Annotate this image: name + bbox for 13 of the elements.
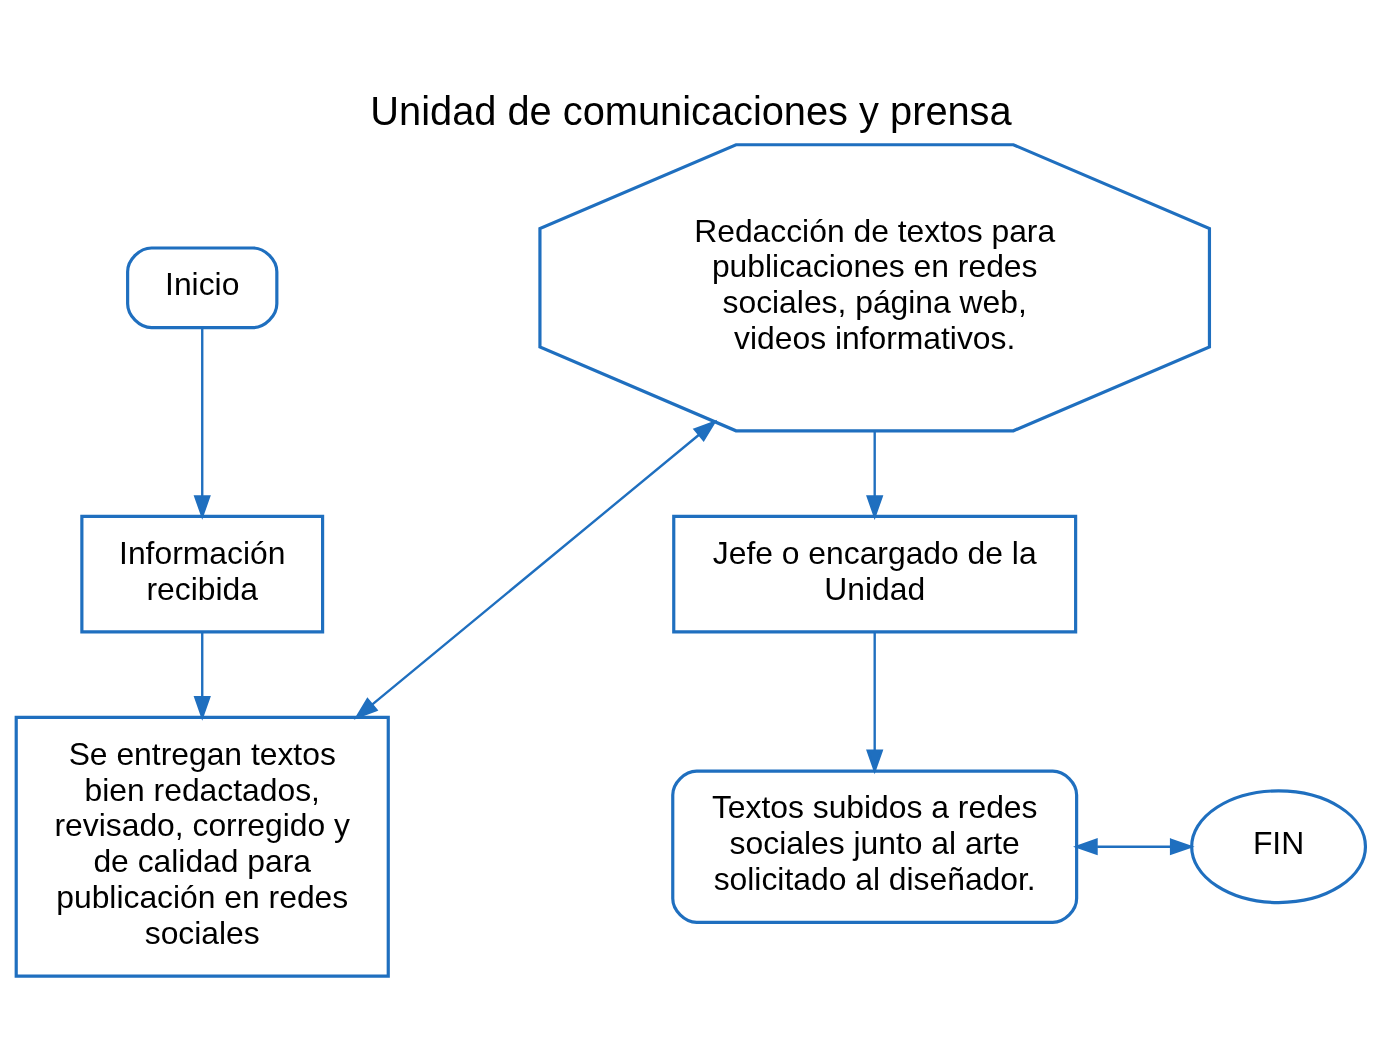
arrow [353, 419, 718, 720]
node-box: Información recibida [80, 514, 325, 633]
node-box: Inicio [126, 245, 279, 329]
arrow [866, 631, 884, 774]
node-ellipse: FIN [1190, 788, 1368, 904]
node-box: Jefe o encargado de la Unidad [672, 514, 1078, 633]
arrow [866, 430, 884, 520]
arrow [193, 631, 211, 721]
arrow [1073, 837, 1195, 855]
node-box: Se entregan textos bien redactados, revisado, corregido y de calidad para publicación en redes sociales [14, 715, 390, 978]
diagram-title: Unidad de comunicaciones y prensa [370, 88, 1012, 133]
arrow [193, 327, 211, 520]
node-box: Textos subidos a redes sociales junto al arte solicitado al diseñador. [671, 769, 1079, 924]
